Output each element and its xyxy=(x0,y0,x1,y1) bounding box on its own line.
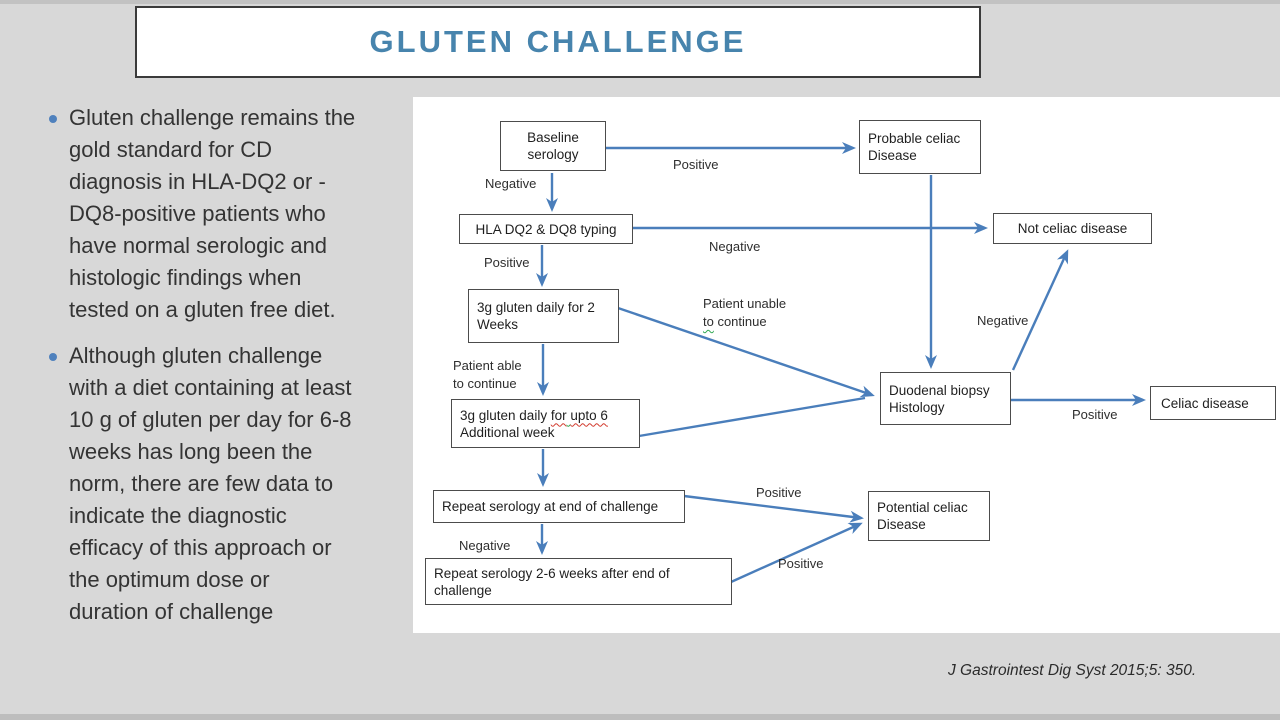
line-gluten6wk-to-duodenal xyxy=(638,396,866,438)
edge-label-hla-negative: Negative xyxy=(709,239,761,254)
slide-title-box: GLUTEN CHALLENGE xyxy=(135,6,981,78)
flowchart-panel: Baseline serology HLA DQ2 & DQ8 typing P… xyxy=(413,97,1280,633)
edge-label-repeat-2-6-positive: Positive xyxy=(778,556,824,571)
edge-label-baseline-positive: Positive xyxy=(673,157,719,172)
edge-label-hla-positive: Positive xyxy=(484,255,530,270)
node-potential-celiac: Potential celiac Disease xyxy=(868,491,990,541)
edge-label-repeat-end-positive: Positive xyxy=(756,485,802,500)
node-not-celiac: Not celiac disease xyxy=(993,213,1152,244)
bullet-text: Gluten challenge remains the gold standa… xyxy=(69,105,356,322)
flowchart-arrows xyxy=(536,142,1146,584)
node-baseline-serology: Baseline serology xyxy=(500,121,606,171)
edge-label-biopsy-positive: Positive xyxy=(1072,407,1118,422)
slide-title: GLUTEN CHALLENGE xyxy=(369,24,747,59)
bullet-text: Although gluten challenge with a diet co… xyxy=(69,343,352,624)
edge-label-patient-unable: Patient unable to continue xyxy=(703,296,787,329)
node-celiac-disease: Celiac disease xyxy=(1150,386,1276,420)
edge-label-biopsy-negative: Negative xyxy=(977,313,1029,328)
arrow-duodenal-to-notceliac xyxy=(1011,249,1069,371)
node-hla-typing: HLA DQ2 & DQ8 typing xyxy=(459,214,633,244)
node-repeat-serology-end: Repeat serology at end of challenge xyxy=(433,490,685,523)
edge-label-patient-able: Patient able to continue xyxy=(453,358,522,391)
bullet-dot-icon xyxy=(49,353,57,361)
edge-label-repeat-end-negative: Negative xyxy=(459,538,511,553)
bullet-item: Gluten challenge remains the gold standa… xyxy=(38,102,414,326)
node-gluten-2wk: 3g gluten daily for 2 Weeks xyxy=(468,289,619,343)
node-repeat-serology-2-6wk: Repeat serology 2-6 weeks after end of c… xyxy=(425,558,732,605)
node-duodenal-biopsy: Duodenal biopsy Histology xyxy=(880,372,1011,425)
arrow-repeat1-to-potential xyxy=(683,494,864,523)
node-probable-celiac: Probable celiac Disease xyxy=(859,120,981,174)
arrow-repeat2-to-potential xyxy=(730,522,863,584)
bullet-list: Gluten challenge remains the gold standa… xyxy=(38,102,414,642)
edge-label-baseline-negative: Negative xyxy=(485,176,537,191)
arrow-gluten2wk-to-duodenal xyxy=(617,306,875,398)
bullet-item: Although gluten challenge with a diet co… xyxy=(38,340,414,628)
citation: J Gastrointest Dig Syst 2015;5: 350. xyxy=(948,662,1197,679)
node-gluten-6wk: 3g gluten daily for upto 6 Additional we… xyxy=(451,399,640,448)
bullet-dot-icon xyxy=(49,115,57,123)
